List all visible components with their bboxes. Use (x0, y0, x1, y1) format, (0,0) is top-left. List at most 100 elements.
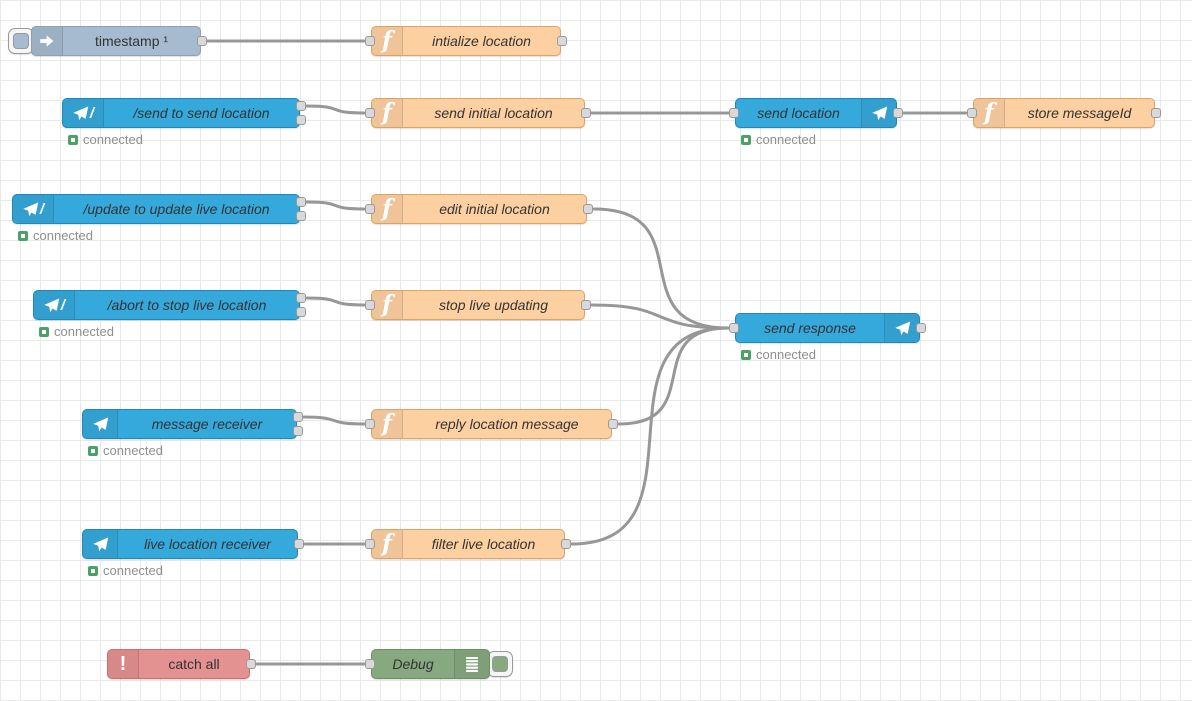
input-port[interactable] (729, 323, 739, 333)
fn-store-messageid[interactable]: f store messageId (967, 98, 1161, 128)
wire[interactable] (305, 296, 366, 307)
debug[interactable]: Debug (365, 649, 490, 679)
recv-message-receiver[interactable]: message receiver (82, 409, 303, 439)
input-port[interactable] (365, 539, 375, 549)
status-ring-icon (741, 134, 751, 145)
function-f-icon: f (372, 195, 403, 223)
cmd-update[interactable]: //update to update live location (12, 194, 306, 224)
plane-icon (884, 314, 919, 342)
node-label: catch all (168, 656, 220, 672)
node-status: connected (741, 347, 816, 362)
wire[interactable] (570, 326, 730, 546)
input-port[interactable] (365, 36, 375, 46)
output-port[interactable] (583, 204, 593, 214)
function-f-icon: f (372, 291, 403, 319)
output-port[interactable] (296, 211, 306, 221)
output-port[interactable] (293, 426, 303, 436)
input-port[interactable] (365, 419, 375, 429)
exclamation-icon: ! (108, 650, 139, 678)
node-label: send initial location (434, 105, 553, 121)
input-port[interactable] (365, 300, 375, 310)
output-port[interactable] (296, 101, 306, 111)
wire[interactable] (305, 200, 366, 211)
input-port[interactable] (967, 108, 977, 118)
output-port[interactable] (294, 539, 304, 549)
function-f-icon: f (372, 27, 403, 55)
status-label: connected (33, 228, 93, 243)
fn-intialize-location[interactable]: f intialize location (365, 26, 567, 56)
plane-slash-icon: / (34, 291, 75, 319)
status-label: connected (103, 563, 163, 578)
output-port[interactable] (893, 108, 903, 118)
status-ring-icon (741, 349, 751, 360)
output-port[interactable] (296, 115, 306, 125)
wire[interactable] (302, 415, 366, 426)
node-label: /send to send location (133, 105, 270, 121)
fn-stop-live-updating[interactable]: f stop live updating (365, 290, 591, 320)
output-port[interactable] (197, 36, 207, 46)
node-label: edit initial location (439, 201, 550, 217)
wire[interactable] (617, 326, 730, 426)
inject-timestamp-button[interactable] (8, 28, 34, 54)
output-port[interactable] (557, 36, 567, 46)
input-port[interactable] (365, 659, 375, 669)
output-port[interactable] (581, 108, 591, 118)
function-f-icon: f (974, 99, 1005, 127)
node-status: connected (18, 228, 93, 243)
fn-edit-initial-location[interactable]: f edit initial location (365, 194, 593, 224)
status-label: connected (54, 324, 114, 339)
plane-icon (83, 530, 118, 558)
cmd-send[interactable]: / /send to send location (62, 98, 306, 128)
node-label: send response (764, 320, 856, 336)
status-label: connected (103, 443, 163, 458)
status-ring-icon (68, 134, 78, 145)
output-port[interactable] (296, 293, 306, 303)
node-label: message receiver (151, 416, 263, 432)
output-port[interactable] (561, 539, 571, 549)
fn-send-initial-location[interactable]: f send initial location (365, 98, 591, 128)
node-label: /update to update live location (83, 201, 270, 217)
input-port[interactable] (365, 108, 375, 118)
output-port[interactable] (916, 323, 926, 333)
debug-button[interactable] (487, 651, 513, 677)
sender-send-location[interactable]: send location (729, 98, 903, 128)
recv-live-location-receiver[interactable]: live location receiver (82, 529, 304, 559)
node-label: filter live location (431, 536, 536, 552)
input-port[interactable] (365, 204, 375, 214)
wire[interactable] (590, 303, 730, 330)
output-port[interactable] (296, 307, 306, 317)
status-label: connected (756, 132, 816, 147)
node-status: connected (39, 324, 114, 339)
plane-icon (83, 410, 118, 438)
plane-slash-icon: / (63, 99, 104, 127)
node-label: send location (757, 105, 840, 121)
node-label: store messageId (1027, 105, 1132, 121)
node-status: connected (68, 132, 143, 147)
status-ring-icon (88, 445, 98, 456)
node-label: /abort to stop live location (107, 297, 267, 313)
wire[interactable] (305, 104, 366, 115)
status-label: connected (756, 347, 816, 362)
node-label: intialize location (432, 33, 531, 49)
catch-all[interactable]: ! catch all (107, 649, 256, 679)
output-port[interactable] (581, 300, 591, 310)
node-status: connected (88, 443, 163, 458)
node-label: reply location message (435, 416, 579, 432)
output-port[interactable] (296, 197, 306, 207)
sender-send-response[interactable]: send response (729, 313, 926, 343)
output-port[interactable] (246, 659, 256, 669)
inject-arrow-icon (32, 27, 63, 55)
output-port[interactable] (608, 419, 618, 429)
node-label: stop live updating (439, 297, 548, 313)
output-port[interactable] (293, 412, 303, 422)
inject-timestamp[interactable]: timestamp ¹ (31, 26, 207, 56)
wire[interactable] (592, 207, 730, 330)
input-port[interactable] (729, 108, 739, 118)
cmd-abort[interactable]: / /abort to stop live location (33, 290, 306, 320)
output-port[interactable] (1151, 108, 1161, 118)
function-f-icon: f (372, 99, 403, 127)
debug-list-icon (454, 650, 489, 678)
